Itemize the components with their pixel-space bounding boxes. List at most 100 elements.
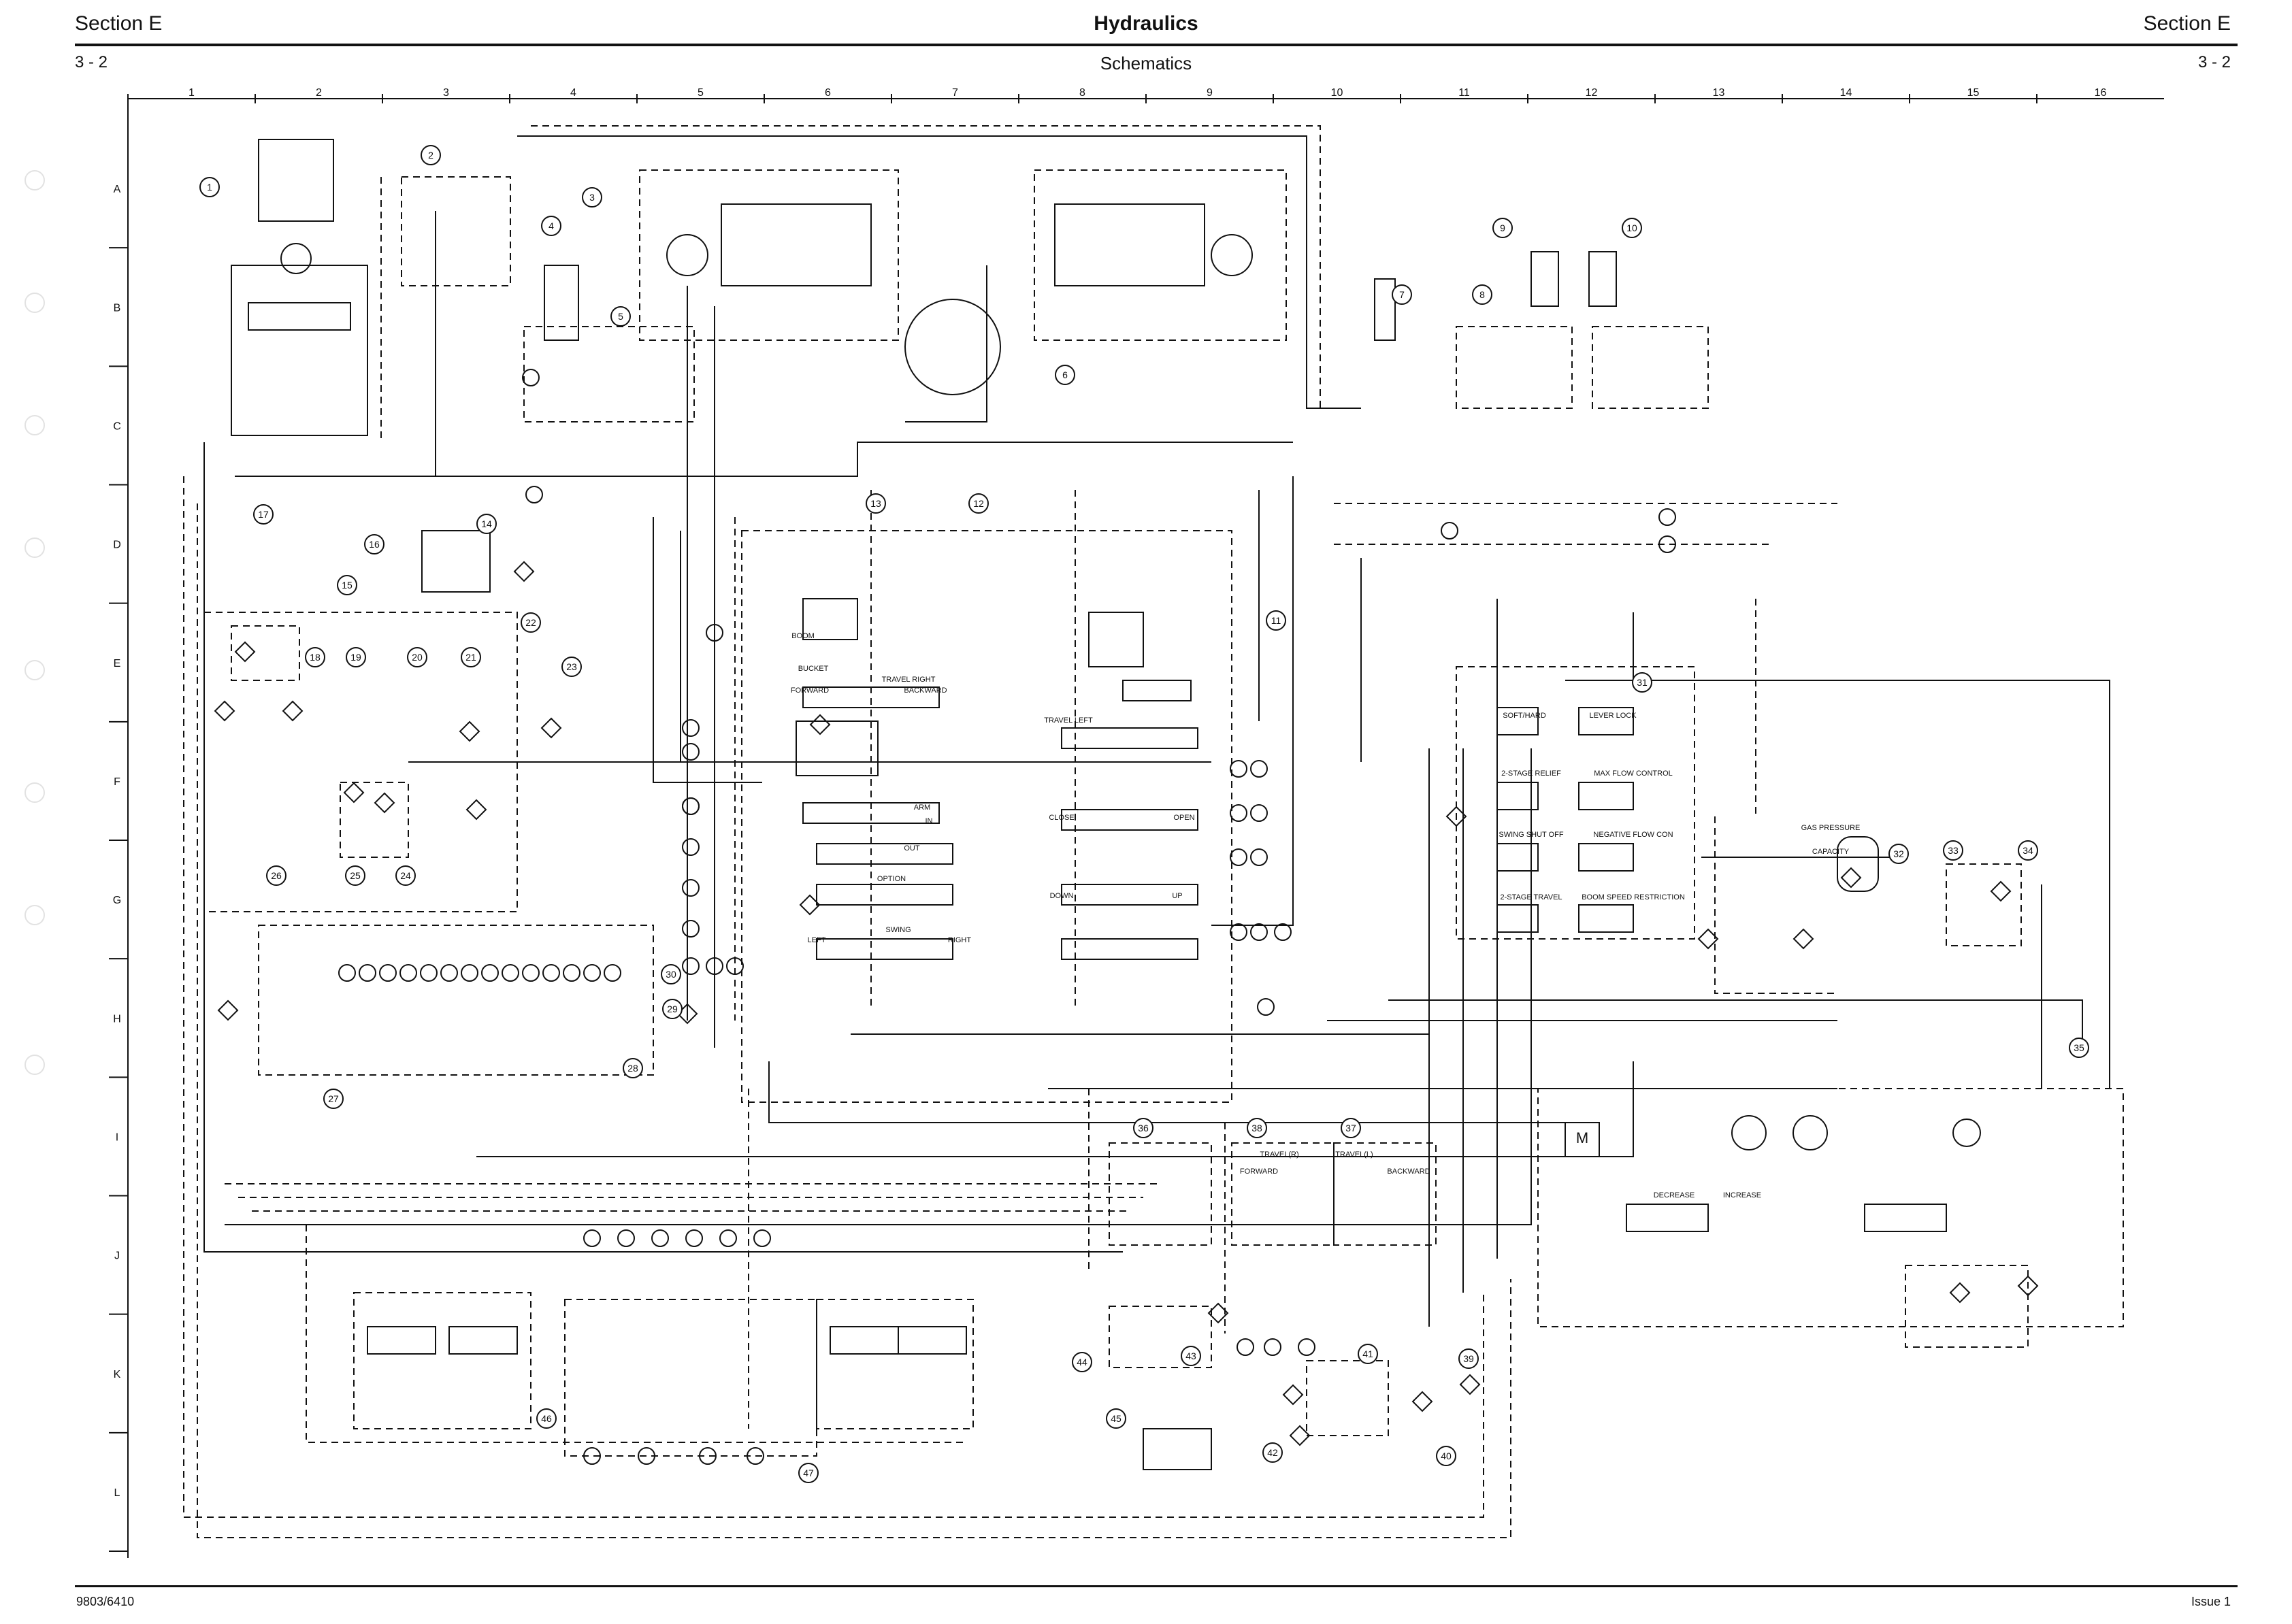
gauge-port (481, 964, 499, 982)
solenoid-max-flow (1578, 782, 1634, 810)
engine-motor-box (1565, 1122, 1600, 1157)
hydraulic-lines (203, 135, 2110, 1327)
callout-number: 27 (328, 1093, 339, 1104)
callout-circle (323, 1089, 344, 1109)
gauge-port (1250, 923, 1268, 941)
callout-number: 34 (2023, 845, 2033, 856)
column-label: 11 (1458, 87, 1470, 99)
callout-number: 17 (258, 509, 269, 520)
relief-box-2 (401, 176, 511, 286)
solenoid-2stage-travel (1496, 904, 1539, 933)
callout-number: 26 (271, 870, 282, 881)
filter-diamond-symbol (459, 720, 480, 742)
callout-number: 5 (618, 311, 623, 322)
binder-hole (24, 1055, 45, 1075)
callout-25: 25 (345, 865, 365, 886)
callout-number: 32 (1893, 848, 1904, 859)
callout-circle (1181, 1346, 1201, 1366)
pilot-lines (183, 125, 2124, 1538)
gauge-port (617, 1229, 635, 1247)
callout-circle (798, 1463, 819, 1483)
callout-35: 35 (2069, 1038, 2089, 1058)
gauge-port (1250, 848, 1268, 866)
gauge-port (583, 1447, 601, 1465)
filter-diamond-symbol (1840, 867, 1862, 889)
callout-number: 3 (589, 192, 595, 203)
filter-diamond-symbol (343, 782, 365, 803)
column-label: 7 (952, 87, 958, 99)
row-label: I (116, 1131, 118, 1143)
filter-diamond-symbol (1207, 1302, 1229, 1324)
label-increase: INCREASE (1723, 1191, 1761, 1199)
callout-number: 20 (412, 652, 423, 663)
pilot-line-14 (1714, 816, 1837, 994)
callout-9: 9 (1492, 218, 1513, 238)
header-rule (75, 44, 2238, 46)
pilot-line-1 (183, 476, 1484, 1518)
callout-36: 36 (1133, 1118, 1153, 1138)
page-header: Section E Hydraulics Section E 3 - 2 Sch… (0, 0, 2292, 82)
main-pump-1 (1731, 1115, 1767, 1150)
callout-circle (2069, 1038, 2089, 1058)
gauge-port (682, 957, 700, 975)
filter-diamond-symbol (214, 700, 235, 722)
callout-number: 13 (870, 498, 881, 509)
gauge-port (638, 1447, 655, 1465)
callout-number: 47 (803, 1468, 814, 1478)
callout-circle (561, 657, 582, 677)
gauge-port (699, 1447, 717, 1465)
gauge-port (1658, 535, 1676, 553)
spool-bucket-1 (816, 843, 953, 865)
filter-diamond-symbol (282, 700, 304, 722)
callout-circle (610, 306, 631, 327)
row-label: J (114, 1250, 120, 1262)
callout-number: 22 (525, 617, 536, 628)
label-up: UP (1172, 892, 1182, 900)
joystick-right-box (816, 1299, 974, 1429)
callout-5: 5 (610, 306, 631, 327)
filter-diamond-symbol (1990, 880, 2012, 902)
filter-diamond-symbol (1289, 1425, 1311, 1446)
solenoid-45 (1143, 1428, 1212, 1470)
doc-number: 9803/6410 (76, 1595, 135, 1608)
callout-circle (395, 865, 416, 886)
solenoid-lever-lock (1578, 707, 1634, 735)
callout-number: 6 (1062, 369, 1068, 380)
column-label: 4 (570, 87, 576, 99)
gauge-port (604, 964, 621, 982)
jvalve-arm (898, 1326, 967, 1355)
callout-38: 38 (1247, 1118, 1267, 1138)
callout-circle (866, 493, 886, 514)
accumulator (1837, 836, 1879, 892)
callout-number: 28 (627, 1063, 638, 1074)
callout-41: 41 (1358, 1344, 1378, 1364)
gauge-port (719, 1229, 737, 1247)
main-line-3 (225, 748, 1532, 1225)
swing-motor-symbol (280, 243, 312, 274)
binder-hole (24, 293, 45, 313)
callout-46: 46 (536, 1408, 557, 1429)
callout-circle (1392, 284, 1412, 305)
callout-number: 45 (1111, 1413, 1122, 1424)
label-two_stage_travel: 2-STAGE TRAVEL (1500, 893, 1562, 901)
callout-number: 8 (1479, 289, 1485, 300)
callout-circle (623, 1058, 643, 1078)
label-capacity: CAPACITY (1812, 848, 1850, 856)
callout-circle (1072, 1352, 1092, 1372)
travel-valve-right (1054, 203, 1205, 286)
row-label: K (114, 1369, 121, 1380)
gauge-port (682, 797, 700, 815)
solenoid-soft-hard (1496, 707, 1539, 735)
column-label: 13 (1713, 87, 1725, 99)
callout-16: 16 (364, 534, 384, 554)
callout-number: 38 (1251, 1123, 1262, 1133)
filter-diamond-symbol (234, 641, 256, 663)
gauge-port (1230, 923, 1247, 941)
callout-13: 13 (866, 493, 886, 514)
page-subtitle: Schematics (1100, 53, 1192, 73)
filter-diamond-symbol (1949, 1282, 1971, 1304)
label-boom: BOOM (791, 632, 815, 640)
filter-diamond-symbol (465, 799, 487, 821)
callout-number: 35 (2074, 1042, 2084, 1053)
